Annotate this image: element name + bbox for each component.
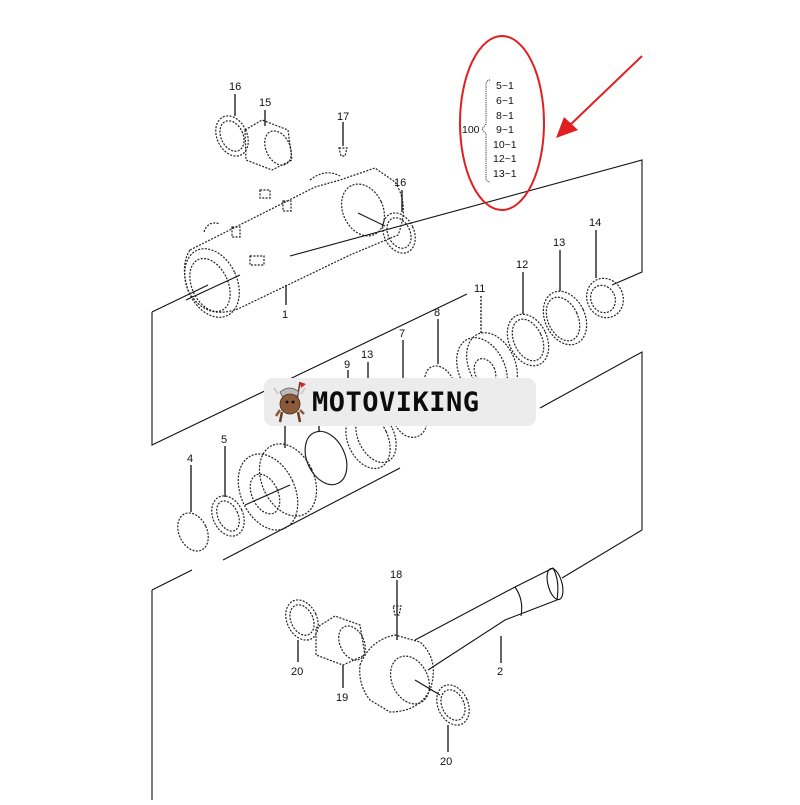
label-part-16a: 16: [229, 81, 241, 93]
label-part-14: 14: [589, 217, 601, 229]
label-part-12: 12: [516, 259, 528, 271]
part-15-bushing: [244, 119, 293, 171]
label-part-11: 11: [474, 283, 485, 295]
label-part-2: 2: [497, 666, 503, 678]
part-2-piston-rod: [359, 567, 564, 713]
label-part-5: 5: [221, 434, 227, 446]
part-18-grease-nipple: [392, 605, 402, 616]
lower-frame: [151, 351, 643, 800]
label-part-18: 18: [390, 569, 402, 581]
part-1-cylinder-tube: [183, 167, 404, 318]
part-20-dust-seal-a: [285, 599, 319, 641]
label-part-4: 4: [187, 453, 193, 465]
kit-item: 12~1: [493, 153, 517, 165]
kit-item: 9~1: [496, 124, 514, 136]
part-20-dust-seal-b: [436, 684, 470, 726]
part-13-backup-ring-a: [542, 290, 588, 346]
label-part-13a: 13: [553, 237, 565, 249]
part-17-grease-nipple: [338, 147, 348, 157]
part-14-nut: [586, 277, 624, 319]
brand-name: MOTOVIKING: [312, 386, 480, 418]
highlight-arrow: [556, 55, 643, 138]
label-part-8: 8: [434, 307, 440, 319]
label-part-20a: 20: [291, 666, 303, 678]
viking-mascot-icon: [273, 381, 306, 423]
label-part-19: 19: [336, 692, 348, 704]
highlight-ellipse: [459, 35, 545, 211]
kit-item: 10~1: [493, 139, 517, 151]
label-part-17: 17: [337, 111, 349, 123]
part-12-seal: [506, 313, 550, 367]
kit-number: 100: [462, 124, 480, 136]
label-part-9: 9: [344, 359, 350, 371]
part-19-bushing: [315, 615, 366, 666]
label-part-20b: 20: [440, 756, 452, 768]
seal-kit-legend: 100 5~1 6~1 8~1 9~1 10~1 12~1 13~1: [462, 79, 517, 183]
part-4-snap-ring: [177, 512, 209, 552]
label-part-1: 1: [282, 309, 288, 321]
part-16-dust-seal-b: [382, 212, 416, 254]
part-9-o-ring: [304, 430, 348, 486]
kit-item: 6~1: [496, 95, 514, 107]
part-5-dust-wiper: [211, 495, 245, 537]
part-6-rod-gland: [237, 443, 318, 531]
watermark-badge: MOTOVIKING: [264, 378, 536, 426]
label-part-15: 15: [259, 97, 271, 109]
kit-item: 13~1: [493, 168, 517, 180]
label-part-7: 7: [399, 328, 405, 340]
upper-frame: [151, 159, 643, 446]
kit-item: 5~1: [496, 80, 514, 92]
label-part-13b: 13: [361, 349, 373, 361]
part-16-dust-seal-a: [215, 115, 249, 157]
label-part-16b: 16: [394, 177, 406, 189]
kit-item: 8~1: [496, 110, 514, 122]
